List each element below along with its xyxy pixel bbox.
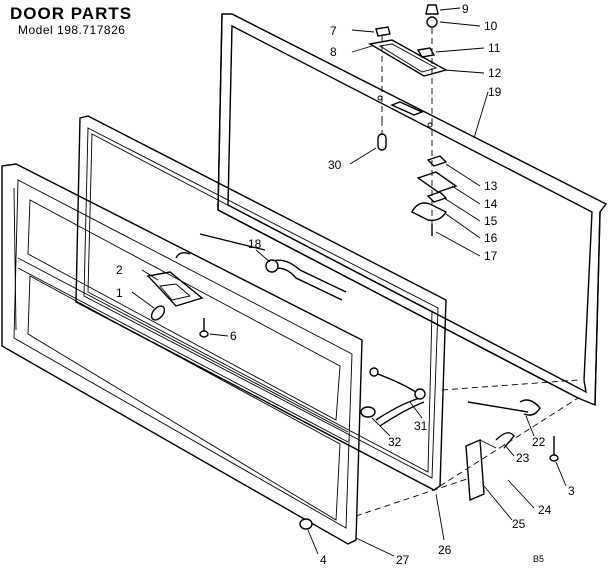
callout-25: 25	[512, 517, 526, 531]
inner-door-panel	[1, 163, 363, 545]
cap-4	[299, 518, 313, 530]
outer-door-panel	[217, 13, 608, 407]
callout-23: 23	[516, 451, 530, 465]
callout-32: 32	[388, 435, 402, 449]
drawing-code: B5	[533, 554, 545, 564]
callout-17: 17	[484, 249, 498, 263]
callout-7: 7	[330, 24, 337, 38]
door-rod	[175, 233, 347, 301]
alignment-lines	[355, 379, 579, 517]
callout-15: 15	[484, 214, 498, 228]
callout-11: 11	[488, 41, 501, 55]
callout-13: 13	[484, 179, 498, 193]
callout-18: 18	[248, 237, 262, 251]
callout-24: 24	[538, 503, 552, 517]
callout-27: 27	[396, 553, 410, 567]
door-gasket	[75, 115, 447, 491]
callout-2: 2	[116, 263, 123, 277]
stop-pin-30	[377, 120, 387, 151]
callout-3: 3	[568, 484, 575, 498]
callout-6: 6	[230, 329, 237, 343]
callout-9: 9	[462, 2, 469, 16]
model-number: Model 198.717826	[18, 23, 126, 37]
light-switch-cable	[360, 367, 426, 427]
bottom-hinge-parts	[465, 399, 559, 502]
callout-14: 14	[484, 197, 498, 211]
callout-30: 30	[328, 158, 342, 172]
callout-4: 4	[320, 553, 327, 567]
leader-lines	[131, 7, 567, 557]
screw-6	[199, 318, 209, 338]
lower-hinge-parts	[411, 120, 458, 236]
callout-12: 12	[488, 66, 502, 80]
callout-8: 8	[330, 45, 337, 59]
page-title: DOOR PARTS	[10, 4, 133, 23]
callout-16: 16	[484, 231, 498, 245]
callout-22: 22	[532, 435, 546, 449]
latch-bracket	[146, 271, 204, 321]
callout-26: 26	[438, 543, 452, 557]
callout-19: 19	[488, 85, 502, 99]
callout-labels: 1 2 3 4 6 7 8 9 10 11 12 13 14 15 16 17 …	[116, 2, 575, 567]
callout-10: 10	[484, 19, 498, 33]
callout-1: 1	[116, 286, 123, 300]
callout-31: 31	[414, 419, 428, 433]
